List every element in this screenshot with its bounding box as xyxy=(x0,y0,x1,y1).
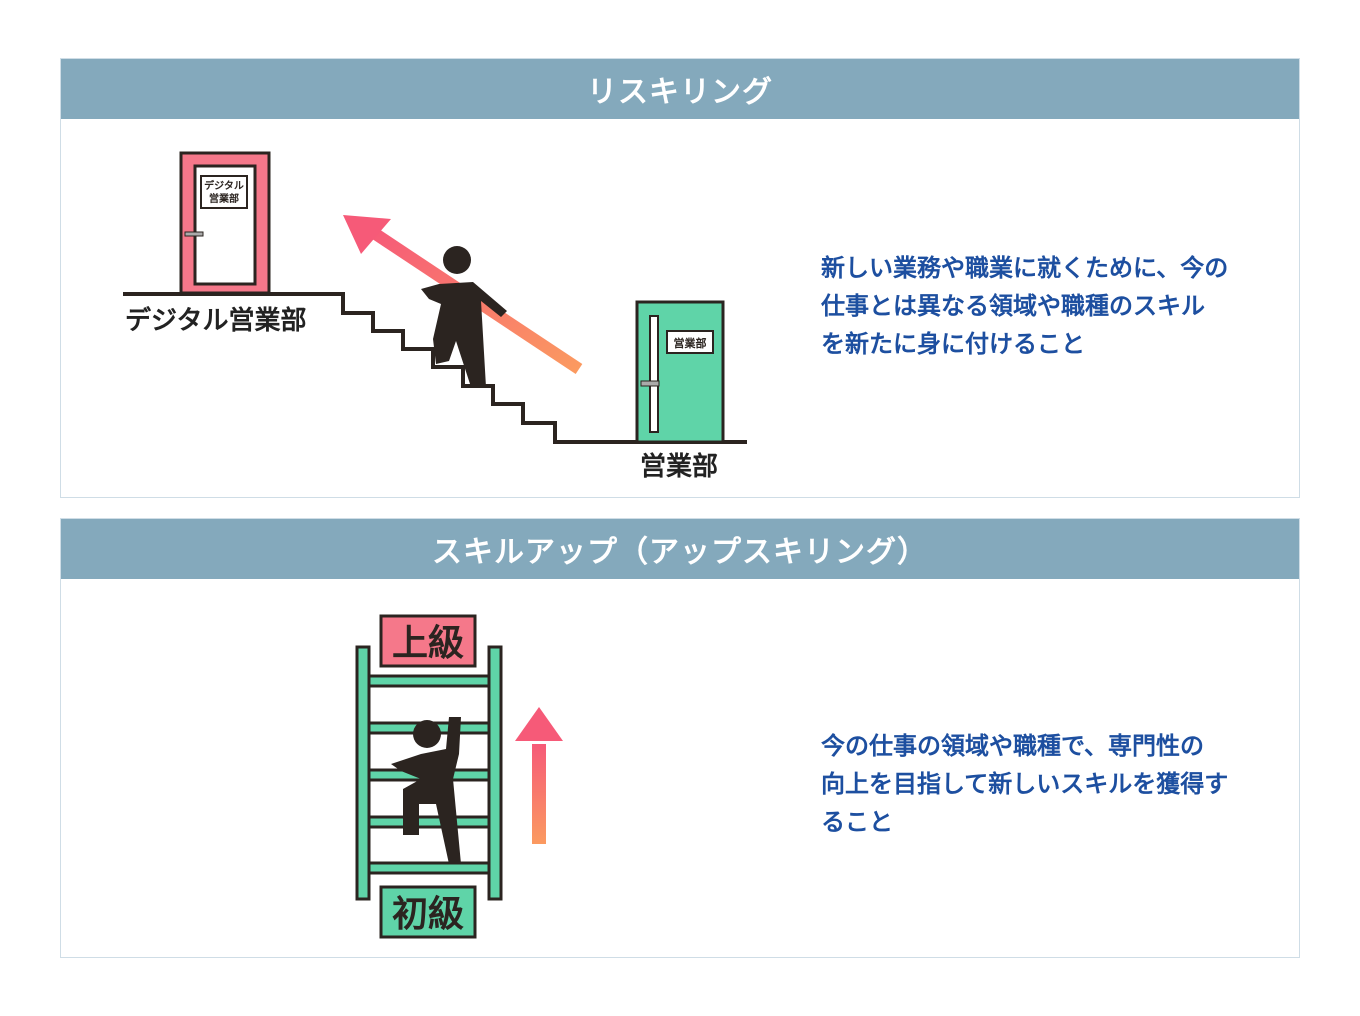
digital-sales-label: デジタル営業部 xyxy=(125,305,306,336)
up-arrow xyxy=(515,707,563,844)
person-climbing-icon xyxy=(391,717,461,864)
reskilling-panel: リスキリング デジタル 営業部 デジタル営業部 営業部 xyxy=(60,58,1300,498)
description-line: 向上を目指して新しいスキルを獲得す xyxy=(821,770,1229,798)
reskilling-description: 新しい業務や職業に就くために、今の 仕事とは異なる領域や職種のスキル を新たに身… xyxy=(821,249,1228,363)
person-climbing-icon xyxy=(421,246,507,387)
advanced-badge xyxy=(379,614,477,668)
digital-sales-door: デジタル 営業部 xyxy=(179,151,271,295)
beginner-badge xyxy=(379,885,477,939)
sales-label: 営業部 xyxy=(640,452,718,482)
sales-door: 営業部 xyxy=(635,300,725,444)
upskilling-illustration: 上級 初級 xyxy=(355,614,563,939)
description-line: 仕事とは異なる領域や職種のスキル xyxy=(821,292,1205,320)
upskilling-title: スキルアップ（アップスキリング） xyxy=(61,519,1299,579)
staircase xyxy=(123,292,747,444)
description-line: ること xyxy=(821,808,893,836)
upskilling-panel: スキルアップ（アップスキリング） 上級 初級 今の仕事の領域や職種で、専門性の … xyxy=(60,518,1300,958)
upskilling-description: 今の仕事の領域や職種で、専門性の 向上を目指して新しいスキルを獲得す ること xyxy=(821,727,1228,841)
door-sign-line1: デジタル xyxy=(204,179,244,192)
beginner-label: 初級 xyxy=(392,894,464,935)
door-sign-line2: 営業部 xyxy=(209,192,239,205)
ladder xyxy=(355,645,503,901)
reskilling-illustration: デジタル 営業部 デジタル営業部 営業部 営業部 xyxy=(123,151,747,482)
description-line: 今の仕事の領域や職種で、専門性の xyxy=(821,732,1205,760)
description-line: 新しい業務や職業に就くために、今の xyxy=(821,254,1229,282)
description-line: を新たに身に付けること xyxy=(821,330,1085,358)
advanced-label: 上級 xyxy=(392,623,464,664)
door-sign: 営業部 xyxy=(674,336,707,350)
reskilling-title: リスキリング xyxy=(61,59,1299,119)
